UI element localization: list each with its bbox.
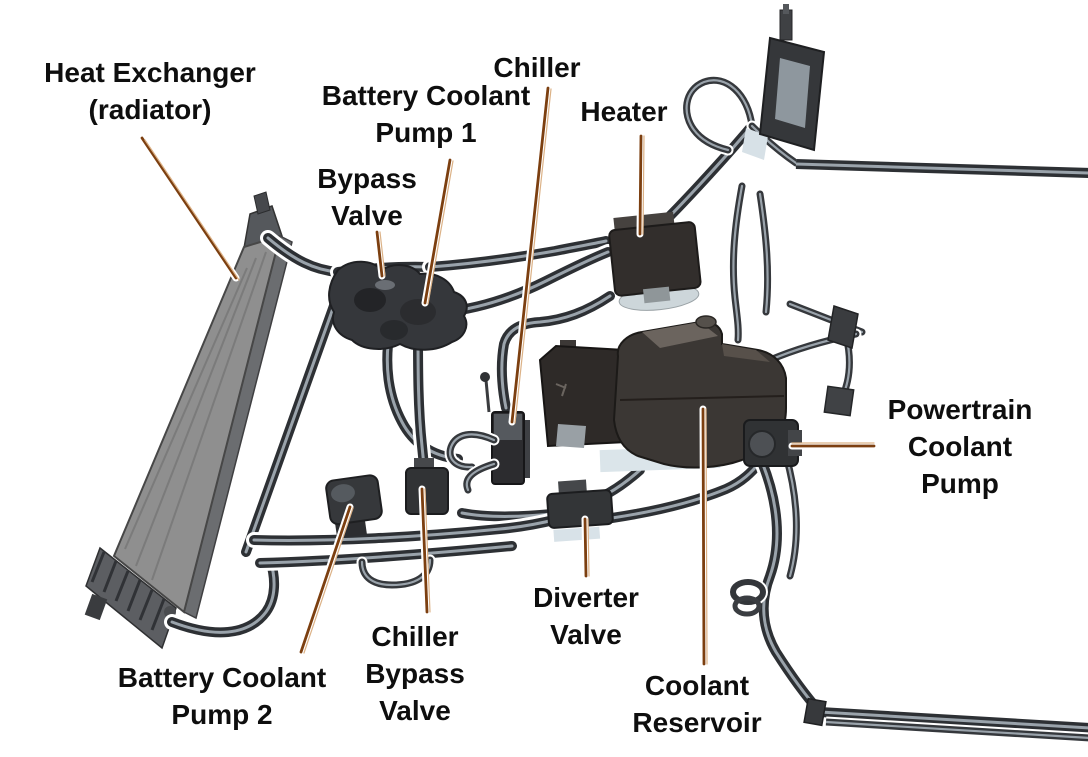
leader-chiller-bypass-valve <box>418 485 431 616</box>
leader-battery-coolant-pump-1 <box>421 156 454 307</box>
leader-powertrain-coolant-pump <box>788 442 878 450</box>
leader-heat-exchanger <box>138 134 240 282</box>
chiller-unit <box>480 372 530 485</box>
label-line: Bypass <box>317 163 417 194</box>
label-line: (radiator) <box>88 94 212 125</box>
label-battery-coolant-pump-2: Battery Coolant Pump 2 <box>118 659 326 733</box>
label-powertrain-coolant-pump: Powertrain Coolant Pump <box>888 391 1033 502</box>
leader-chiller <box>508 84 552 426</box>
label-line: Valve <box>550 619 622 650</box>
label-heater: Heater <box>580 93 667 130</box>
leader-bypass-valve <box>373 228 386 280</box>
label-line: Diverter <box>533 582 639 613</box>
label-line: Heater <box>580 96 668 127</box>
label-line: Battery Coolant <box>117 662 327 693</box>
label-battery-coolant-pump-1: Battery Coolant Pump 1 <box>322 77 530 151</box>
label-bypass-valve: Bypass Valve <box>317 160 417 234</box>
label-line: Valve <box>379 695 451 726</box>
label-line: Coolant <box>907 431 1013 462</box>
label-line: Heat Exchanger <box>44 57 256 88</box>
leader-diverter-valve <box>581 515 590 580</box>
pipe-network-front <box>254 434 1088 738</box>
label-heat-exchanger: Heat Exchanger (radiator) <box>44 54 256 128</box>
leader-heater <box>636 132 645 238</box>
powertrain-coolant-pump-unit <box>743 419 802 467</box>
label-line: Coolant <box>644 670 750 701</box>
radiator <box>84 191 293 650</box>
label-line: Bypass <box>365 658 465 689</box>
label-line: Battery Coolant <box>321 80 531 111</box>
label-line: Pump 1 <box>375 117 477 148</box>
front-panel-unit <box>742 4 826 160</box>
label-diverter-valve: Diverter Valve <box>533 579 639 653</box>
right-bracket-parts <box>823 305 859 417</box>
leader-coolant-reservoir <box>699 405 708 668</box>
label-line: Powertrain <box>887 394 1033 425</box>
chiller-bypass-valve-unit <box>405 458 449 515</box>
label-line: Pump 2 <box>171 699 273 730</box>
label-line: Valve <box>331 200 403 231</box>
label-chiller-bypass-valve: Chiller Bypass Valve <box>365 618 465 729</box>
battery-coolant-pump-2-unit <box>325 474 383 539</box>
label-coolant-reservoir: Coolant Reservoir <box>632 667 761 741</box>
heater-unit <box>608 211 702 311</box>
leader-battery-coolant-pump-2 <box>297 503 354 656</box>
chiller-mount-box <box>538 340 628 448</box>
label-line: Chiller <box>371 621 459 652</box>
label-line: Chiller <box>493 52 581 83</box>
valve-pump-assembly <box>328 260 468 351</box>
label-line: Pump <box>921 468 999 499</box>
label-line: Reservoir <box>632 707 762 738</box>
label-chiller: Chiller <box>493 49 580 86</box>
leader-lines <box>138 84 878 668</box>
